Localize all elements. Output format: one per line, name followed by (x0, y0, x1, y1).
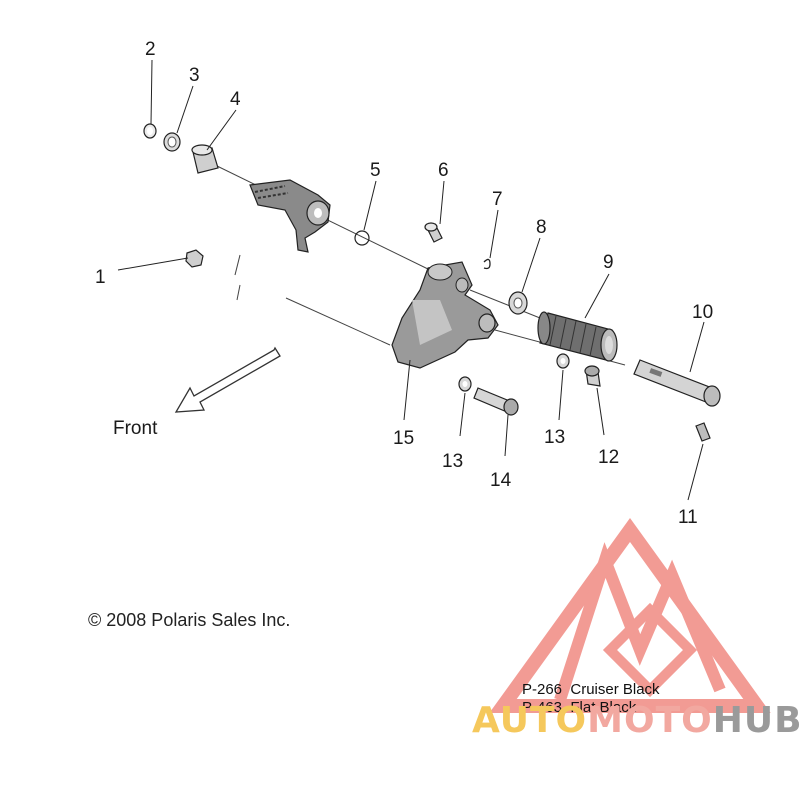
footpeg-pin-part (633, 359, 721, 407)
washer-part-13-right (556, 353, 570, 369)
bracket-part (391, 261, 499, 369)
callout-10: 10 (692, 302, 713, 323)
callout-11: 11 (678, 507, 698, 528)
nut-part (185, 249, 204, 268)
bushing-part (191, 144, 219, 174)
callout-13-left: 13 (442, 451, 463, 472)
washer-part-3 (163, 132, 181, 152)
callout-8: 8 (536, 217, 547, 238)
clip-part (483, 258, 491, 270)
washer-part-8 (508, 291, 528, 315)
part-number-row: P-266 Cruiser Black (522, 681, 660, 699)
callout-1: 1 (95, 267, 106, 288)
part-code: P-266 (522, 681, 563, 698)
leader-lines (117, 59, 705, 501)
watermark-text-moto: MOTO (587, 700, 713, 741)
bolt-part-12 (584, 365, 601, 387)
callout-5: 5 (370, 160, 381, 181)
snap-ring-part (143, 123, 157, 139)
watermark-text-hub: HUB (712, 700, 800, 741)
footpeg-rubber-part (537, 311, 618, 362)
pin-part-6 (424, 222, 443, 243)
callout-14: 14 (490, 470, 512, 491)
callout-4: 4 (230, 89, 241, 110)
watermark-text-auto: AUTO (472, 700, 588, 741)
callout-6: 6 (438, 160, 449, 181)
bolt-part-14 (473, 387, 519, 416)
part-number-list: P-266 Cruiser Black P-463 Flat Black (522, 681, 660, 717)
part-description: Flat Black (570, 699, 637, 716)
front-label: Front (113, 418, 158, 439)
callout-9: 9 (603, 252, 614, 273)
callout-15: 15 (393, 428, 414, 449)
callout-labels: 1 2 3 4 5 6 7 8 9 10 11 12 13 13 14 15 F… (95, 39, 713, 528)
callout-12: 12 (598, 447, 619, 468)
shift-lever-arm-part (249, 179, 331, 253)
part-number-row: P-463 Flat Black (522, 699, 660, 717)
set-screw-part (695, 422, 711, 442)
copyright-notice: © 2008 Polaris Sales Inc. (88, 610, 291, 630)
o-ring-part (354, 230, 370, 246)
callout-2: 2 (145, 39, 156, 60)
washer-part-13-left (458, 376, 472, 392)
front-direction-arrow-icon (174, 346, 281, 413)
watermark-text: AUTOMOTOHUB (472, 700, 800, 741)
callout-13-right: 13 (544, 427, 565, 448)
callout-3: 3 (189, 65, 200, 86)
part-code: P-463 (522, 699, 563, 716)
callout-7: 7 (492, 189, 503, 210)
part-description: Cruiser Black (570, 681, 660, 698)
watermark-logo (489, 518, 771, 713)
